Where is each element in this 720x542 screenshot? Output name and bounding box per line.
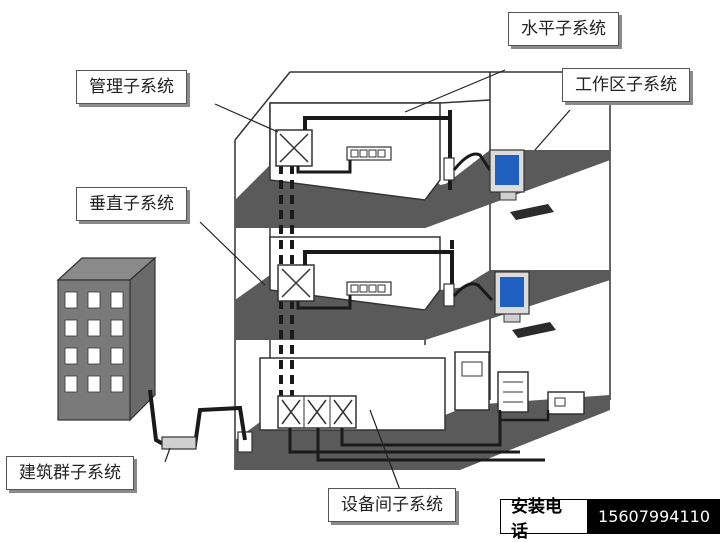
label-campus-subsystem: 建筑群子系统 <box>6 456 134 491</box>
floor-3-wall-outlet <box>443 157 455 181</box>
floor-3-keyboard <box>510 204 554 220</box>
floor-2-equipment <box>277 250 556 338</box>
equipment-room <box>237 351 585 462</box>
phone-label: 安装电话 <box>500 497 589 542</box>
floor-2-horizontal-cable <box>303 250 454 300</box>
leader-lines <box>164 69 571 491</box>
floor-3-equipment <box>275 116 554 220</box>
floor-3-horizontal-cable <box>303 116 452 185</box>
pbx-unit <box>547 391 585 415</box>
label-vertical-subsystem: 垂直子系统 <box>76 187 187 222</box>
campus-splice-box <box>161 436 197 450</box>
server-cabinet <box>454 351 490 411</box>
label-work-area-subsystem: 工作区子系统 <box>562 68 690 103</box>
label-management-subsystem: 管理子系统 <box>76 70 187 105</box>
campus-building <box>56 256 247 450</box>
install-phone-banner: 安装电话 15607994110 <box>500 497 720 542</box>
floor-2-keyboard <box>512 322 556 338</box>
floor-2-wall-outlet <box>443 283 455 307</box>
phone-number: 15607994110 <box>588 499 720 534</box>
label-equipment-room-subsystem: 设备间子系统 <box>328 488 456 523</box>
label-horizontal-subsystem: 水平子系统 <box>508 12 619 47</box>
